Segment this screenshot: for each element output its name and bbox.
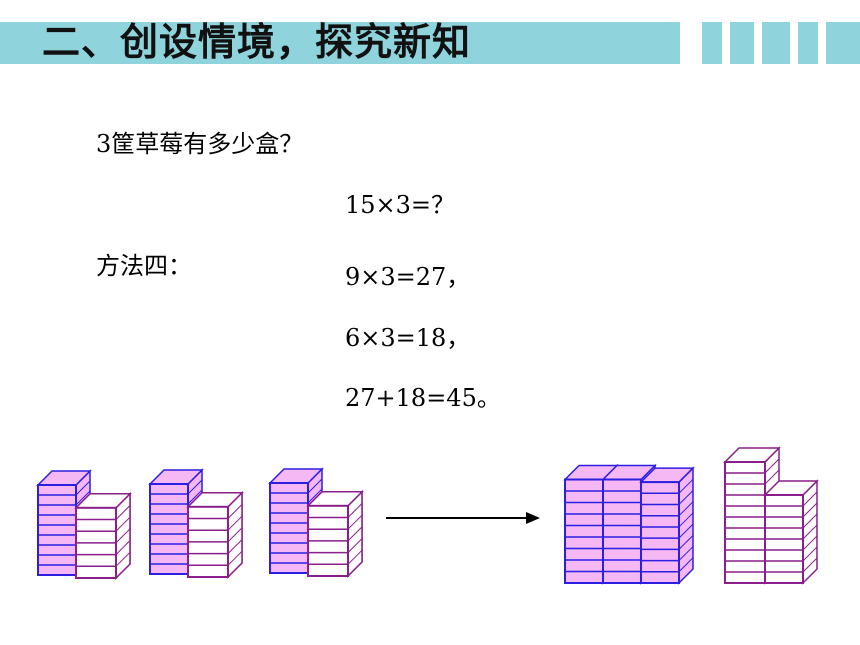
box-face	[802, 557, 818, 573]
box-face	[269, 482, 309, 574]
step-2: 6×3=18，	[345, 324, 471, 352]
box-face	[115, 540, 131, 555]
box-face	[37, 484, 77, 576]
box-face	[347, 526, 363, 542]
white-stack-front-1	[74, 491, 132, 580]
result-white-stack-short	[763, 479, 819, 585]
banner-block	[826, 22, 860, 64]
white-stack-front-3	[306, 489, 364, 578]
box-face	[724, 461, 766, 584]
box-face	[187, 479, 203, 495]
arrow-head	[526, 512, 540, 524]
box-face	[227, 539, 243, 554]
box-face	[115, 516, 131, 532]
strawberry-box-illustration	[36, 446, 819, 585]
box-face	[678, 501, 694, 517]
box-face	[602, 478, 642, 584]
box-face	[678, 535, 694, 550]
method-label: 方法四：	[96, 252, 192, 280]
box-face	[802, 535, 818, 551]
box-face	[764, 469, 780, 485]
box-face	[307, 488, 323, 504]
box-face	[678, 546, 694, 561]
result-pink-column-3	[639, 466, 695, 585]
box-face	[347, 538, 363, 553]
white-stack-front-2	[186, 490, 244, 579]
box-face	[678, 557, 694, 573]
title-banner: 二、创设情境，探究新知	[0, 18, 860, 66]
box-face	[75, 480, 91, 496]
banner-block	[798, 22, 818, 64]
box-face	[149, 483, 189, 575]
box-face	[115, 551, 131, 567]
box-face	[307, 478, 323, 494]
box-face	[75, 490, 91, 506]
box-face	[802, 546, 818, 562]
box-face	[347, 549, 363, 565]
box-face	[678, 523, 694, 539]
equation-text: 15×3=？	[345, 191, 456, 219]
question-text: 3筐草莓有多少盒？	[96, 130, 304, 158]
banner-block	[702, 22, 722, 64]
box-face	[227, 527, 243, 543]
box-face	[115, 505, 131, 520]
box-face	[802, 524, 818, 540]
box-face	[564, 478, 604, 584]
box-face	[115, 528, 131, 544]
box-face	[802, 513, 818, 529]
box-face	[678, 490, 694, 505]
banner-block	[730, 22, 754, 64]
box-face	[802, 502, 818, 518]
box-face	[227, 504, 243, 519]
box-face	[227, 515, 243, 531]
slide-title: 二、创设情境，探究新知	[42, 20, 472, 64]
box-face	[347, 503, 363, 518]
step-1: 9×3=27，	[345, 263, 471, 291]
banner-bar	[0, 22, 680, 64]
box-face	[764, 458, 780, 474]
box-face	[187, 489, 203, 505]
banner-block	[762, 22, 790, 64]
box-face	[678, 478, 694, 494]
box-face	[347, 514, 363, 530]
box-face	[640, 481, 680, 584]
step-3: 27+18=45。	[345, 384, 501, 412]
box-face	[227, 550, 243, 566]
box-face	[678, 512, 694, 528]
box-face	[802, 491, 818, 507]
